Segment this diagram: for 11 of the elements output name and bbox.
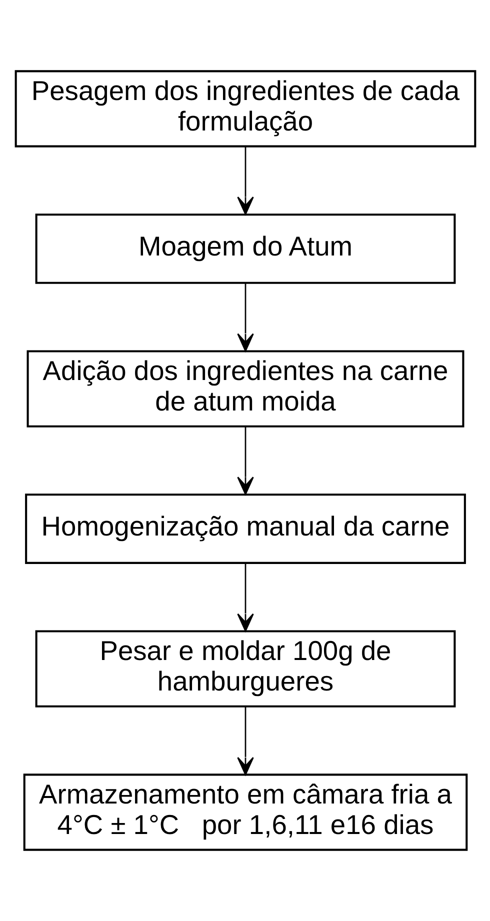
arrow	[236, 706, 254, 776]
node-box: Homogenização manual da carne	[24, 494, 466, 564]
arrow	[236, 564, 254, 632]
arrow	[236, 426, 254, 495]
node-box: Pesar e moldar 100g de hamburgueres	[34, 630, 456, 708]
node-box: Armazenamento em câmara fria a 4°C ± 1°C por 1,6,11 e16 dias	[22, 774, 468, 851]
node-box: Moagem do Atum	[34, 214, 456, 284]
arrow	[236, 284, 254, 352]
arrow	[236, 146, 254, 215]
node-box: Pesagem dos ingredientes de cada formulação	[14, 70, 476, 148]
node-box: Adição dos ingredientes na carne de atum moida	[26, 350, 464, 428]
